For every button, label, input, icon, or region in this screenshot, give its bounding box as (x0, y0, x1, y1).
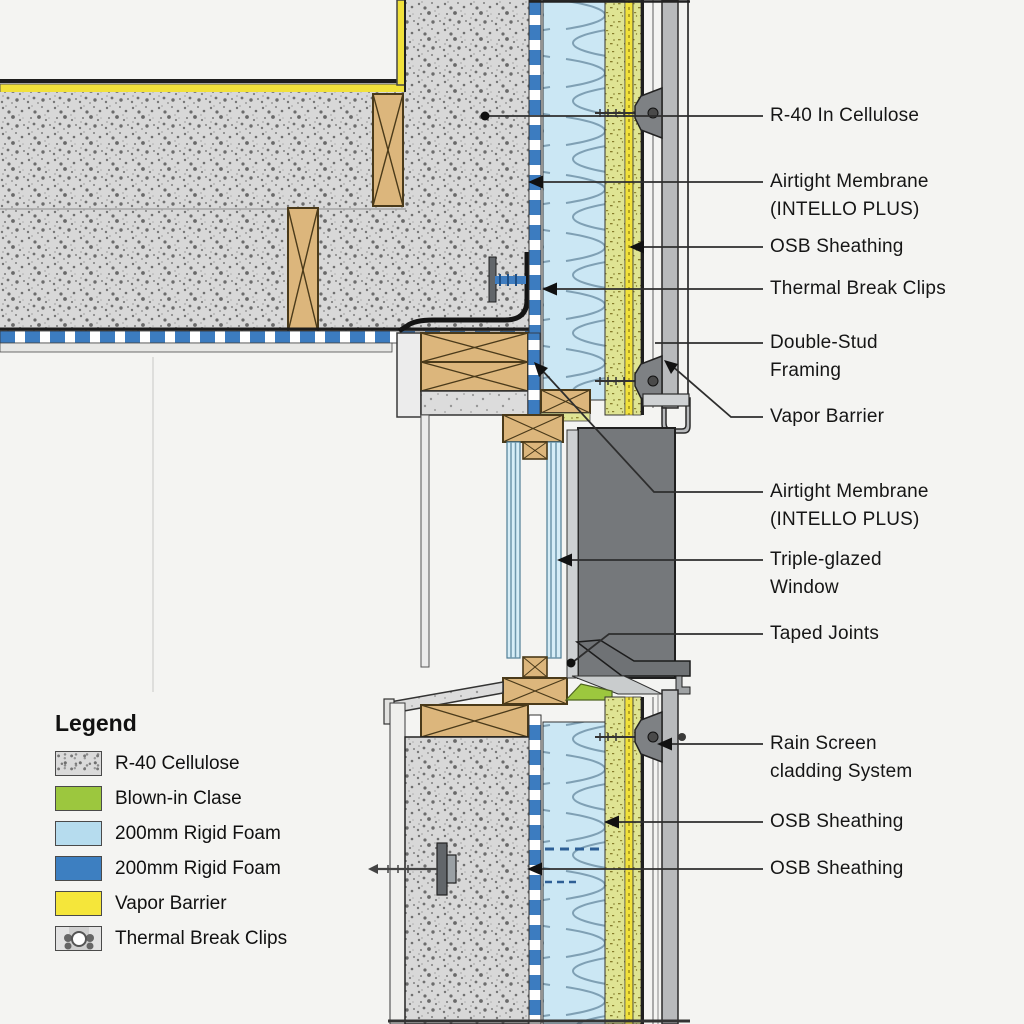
blown-in-insulation-wedge (564, 683, 613, 701)
thermal-break-clip (595, 86, 663, 140)
leader-dot (566, 658, 576, 668)
window-head-assembly (396, 332, 591, 668)
window-frame-head (502, 414, 564, 443)
callout-triple-glazed-window: Triple-glazed Window (770, 549, 882, 598)
callout-thermal-break-clips: Thermal Break Clips (770, 278, 946, 299)
arrowhead (534, 362, 548, 377)
leader-markers (480, 111, 678, 876)
callout-r40-cellulose: R-40 In Cellulose (770, 105, 920, 126)
ceiling-stud (287, 207, 319, 333)
callout-airtight-membrane-1: Airtight Membrane (INTELLO PLUS) (770, 171, 929, 220)
lower-wall-layers (368, 689, 690, 1024)
window-frame-sill (502, 677, 568, 705)
rain-screen-cladding (661, 0, 679, 409)
legend-item: R-40 Cellulose (55, 751, 385, 776)
glazing-spacer-top (522, 441, 548, 460)
thermal-clip-swatch-icon (55, 926, 102, 951)
legend-title: Legend (55, 710, 137, 736)
thermal-break-clip (595, 710, 686, 764)
rigid-foam-light-swatch-icon (55, 821, 102, 846)
legend: Legend R-40 Cellulose Blown-in Clase 200… (55, 710, 385, 961)
callout-osb-sheathing-3: OSB Sheathing (770, 858, 904, 879)
corner-clip-bracket (488, 256, 497, 303)
window-frame-edge (566, 429, 579, 679)
callout-taped-joints: Taped Joints (770, 623, 880, 644)
clip-ring-glyph (70, 930, 87, 947)
legend-item: Blown-in Clase (55, 786, 385, 811)
osb-sheathing-layer (604, 0, 626, 416)
glazing-outer (546, 441, 562, 659)
exterior-rigid-foam-lower (542, 721, 606, 1024)
callout-vapor-barrier: Vapor Barrier (770, 406, 885, 427)
ceiling-vapor-barrier (0, 83, 406, 94)
callout-rain-screen: Rain Screen cladding System (770, 733, 913, 782)
callout-osb-sheathing-2: OSB Sheathing (770, 811, 904, 832)
legend-item-label: 200mm Rigid Foam (115, 857, 281, 879)
glazing-spacer-bottom (522, 656, 548, 678)
upper-wall-layers (528, 0, 691, 434)
blown-in-swatch-icon (55, 786, 102, 811)
osb-sheathing-lower (604, 696, 626, 1024)
vapor-barrier-swatch-icon (55, 891, 102, 916)
exterior-window-frame (564, 393, 691, 701)
rain-screen-cladding-lower (661, 689, 679, 1024)
arrowhead (528, 175, 543, 189)
lower-top-plate (420, 704, 529, 738)
head-flashing (642, 393, 690, 407)
interior-corner-trim (396, 332, 422, 418)
legend-item-label: Blown-in Clase (115, 787, 242, 809)
ceiling-assembly (0, 0, 542, 353)
cellulose-swatch-icon (55, 751, 102, 776)
callout-double-stud-framing: Double-Stud Framing (770, 332, 878, 381)
arrowhead (657, 737, 672, 751)
ceiling-cellulose (0, 92, 406, 333)
header-framing (420, 332, 529, 392)
rigid-foam-blue-swatch-icon (55, 856, 102, 881)
legend-item-label: 200mm Rigid Foam (115, 822, 281, 844)
window-frame-body (577, 427, 676, 679)
osb-sheathing-layer (632, 0, 642, 416)
leader-lines (485, 115, 763, 870)
interior-finish (389, 702, 406, 1024)
triple-glazed-window (383, 441, 568, 725)
legend-item-label: R-40 Cellulose (115, 752, 240, 774)
interior-jamb-return (420, 414, 430, 668)
glazing-inner (506, 441, 521, 659)
corner-membrane-wrap (397, 252, 530, 334)
callout-osb-sheathing-1: OSB Sheathing (770, 236, 904, 257)
leader-dot (480, 111, 490, 121)
arrowhead (557, 553, 572, 567)
legend-item: Vapor Barrier (55, 891, 385, 916)
arrowhead (629, 240, 644, 254)
interior-anchor-bracket (368, 842, 457, 896)
arrowhead (604, 815, 619, 829)
ceiling-stud (372, 93, 404, 207)
arrowhead (542, 282, 557, 296)
wall-lower-cellulose (404, 736, 531, 1024)
corner-blocking (540, 389, 591, 414)
ceiling-finish-board (0, 342, 393, 353)
header-backer-board (420, 390, 529, 416)
legend-item-label: Vapor Barrier (115, 892, 227, 914)
legend-item: 200mm Rigid Foam (55, 821, 385, 846)
arrowhead (527, 862, 542, 876)
legend-item-label: Thermal Break Clips (115, 927, 288, 949)
callout-airtight-membrane-2: Airtight Membrane (INTELLO PLUS) (770, 481, 929, 530)
exterior-rigid-foam (542, 0, 606, 401)
legend-item: 200mm Rigid Foam (55, 856, 385, 881)
legend-item: Thermal Break Clips (55, 926, 385, 951)
arrowhead (664, 360, 678, 374)
